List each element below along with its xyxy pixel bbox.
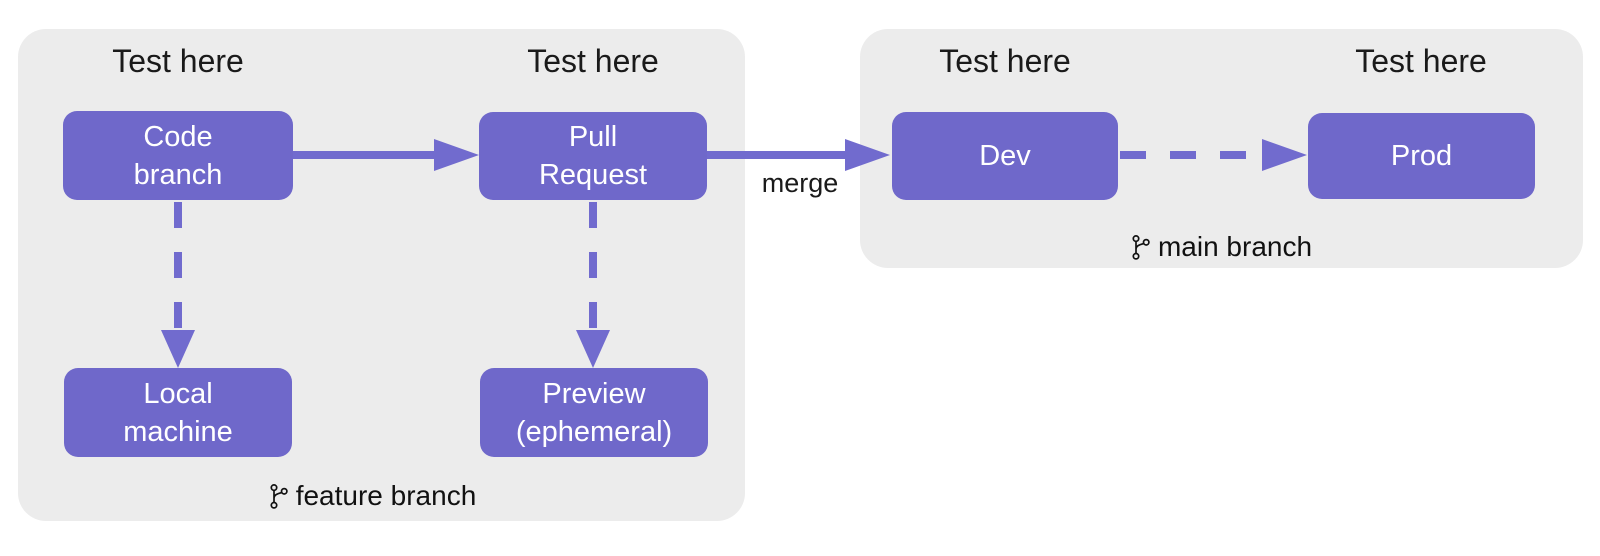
node-preview-ephemeral: Preview (ephemeral): [480, 368, 708, 457]
arrow-dashed-line: [589, 202, 597, 330]
arrow-line: [293, 151, 434, 159]
test-here-label-code-branch: Test here: [112, 43, 244, 79]
node-preview-line2: (ephemeral): [515, 415, 673, 448]
arrow-head-right-icon: [1262, 139, 1307, 171]
git-branch-icon: [269, 483, 289, 510]
arrow-line: [707, 151, 845, 159]
node-code-branch-line1: Code: [143, 120, 213, 153]
node-pull-request: Pull Request: [479, 112, 707, 200]
node-code-branch: Code branch: [63, 111, 293, 200]
git-branch-icon: [1131, 234, 1151, 261]
test-here-label-prod: Test here: [1355, 43, 1487, 79]
node-preview-line1: Preview: [542, 377, 646, 410]
node-prod-line1: Prod: [1390, 140, 1453, 172]
merge-edge-label: merge: [761, 168, 839, 198]
node-dev: Dev: [892, 112, 1118, 200]
arrow-head-right-icon: [845, 139, 890, 171]
node-pull-request-line1: Pull: [568, 121, 618, 153]
feature-branch-label-row: feature branch: [0, 480, 745, 512]
arrow-dashed-line: [174, 202, 182, 330]
test-here-label-dev: Test here: [939, 43, 1071, 79]
node-code-branch-line2: branch: [133, 158, 223, 191]
node-local-machine: Local machine: [64, 368, 292, 457]
node-pull-request-line2: Request: [538, 159, 647, 191]
arrow-head-right-icon: [434, 139, 479, 171]
arrow-head-down-icon: [576, 330, 610, 368]
node-local-machine-line1: Local: [143, 377, 213, 410]
node-prod: Prod: [1308, 113, 1535, 199]
main-branch-label: main branch: [1157, 231, 1313, 262]
feature-branch-label: feature branch: [295, 480, 477, 511]
node-dev-line1: Dev: [979, 140, 1031, 172]
arrow-dashed-line: [1120, 151, 1262, 159]
test-here-label-pull-request: Test here: [527, 43, 659, 79]
node-local-machine-line2: machine: [123, 415, 233, 448]
main-branch-label-row: main branch: [860, 231, 1583, 263]
arrow-head-down-icon: [161, 330, 195, 368]
